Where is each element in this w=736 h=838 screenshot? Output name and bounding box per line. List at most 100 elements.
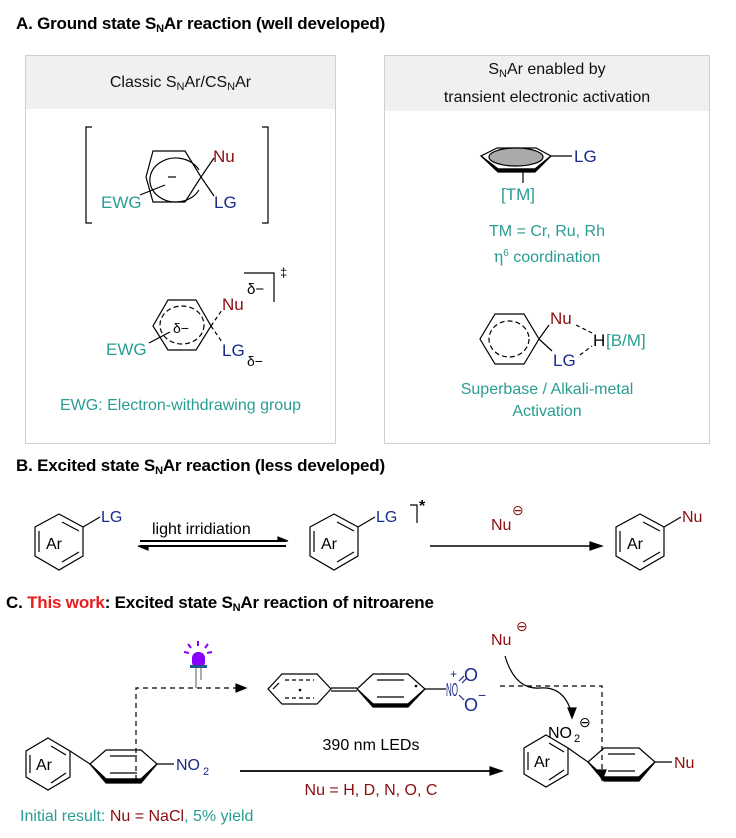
ts-delta-ring: δ− <box>173 320 189 336</box>
b-product-ar: Ar <box>627 536 644 553</box>
title-part: Ar/CS <box>184 74 228 91</box>
ts-ewg-bond <box>148 331 171 344</box>
b-excited-bracket <box>410 504 418 523</box>
heading-text: : Excited state S <box>104 593 233 612</box>
delocalized-arc <box>149 157 200 203</box>
c-nucleophile-path <box>500 685 603 778</box>
heading-sub: N <box>155 465 163 477</box>
b-nu-charge-icon: ⊖ <box>512 502 524 518</box>
eta-caption: η6 coordination <box>385 247 709 267</box>
tm-pi-cloud <box>488 147 544 167</box>
sb-nu-bond <box>538 324 550 340</box>
ewg-bond <box>139 184 166 196</box>
sb-lg: LG <box>553 351 576 370</box>
b-substrate-double <box>61 551 80 563</box>
c-excitation-path <box>135 687 240 780</box>
heading-sub: N <box>232 602 241 614</box>
b-product-nu-bond <box>663 516 682 528</box>
left-bracket <box>85 126 92 224</box>
c-no2-leaving: NO <box>548 725 572 742</box>
b-substrate-double <box>61 521 80 532</box>
b-excited-lg: LG <box>376 509 397 526</box>
result-label: Initial result: <box>20 808 110 825</box>
section-b-heading: B. Excited state SNAr reaction (less dev… <box>16 456 385 477</box>
meisenheimer-complex <box>85 126 269 224</box>
sb-lg-bond <box>538 338 553 352</box>
sb-benzene-ring <box>479 313 540 365</box>
c-radical-dot <box>414 684 418 688</box>
section-c-heading: C. This work: Excited state SNAr reactio… <box>6 593 434 614</box>
scheme-b <box>34 504 682 571</box>
b-substrate-ar: Ar <box>46 536 63 553</box>
transition-state <box>148 272 275 351</box>
eta-symbol: η <box>493 247 504 266</box>
c-radical-dash <box>272 682 280 690</box>
b-excited-double <box>336 521 355 532</box>
c-product-biaryl-bond <box>567 747 589 763</box>
c-product-ar: Ar <box>534 754 551 771</box>
nu-bond <box>200 157 215 178</box>
heading-rest: Ar reaction of nitroarene <box>240 593 434 612</box>
led-base <box>190 665 207 668</box>
superbase-caption-line-1: Superbase / Alkali-metal <box>460 381 634 398</box>
heading-sub: N <box>156 23 164 35</box>
c-product-nu: Nu <box>674 755 694 772</box>
ts-delocalized-ring <box>159 305 205 345</box>
heading-text: A. Ground state S <box>16 14 157 33</box>
title-part: Classic S <box>109 74 177 91</box>
tm-lg: LG <box>574 147 597 166</box>
c-radical-dot <box>298 688 302 692</box>
right-bracket <box>262 126 269 224</box>
ts-lg-bond <box>210 325 223 343</box>
ts-ewg: EWG <box>106 340 147 359</box>
title-line-2: transient electronic activation <box>443 89 651 106</box>
c-no2-charge-icon: ⊖ <box>579 714 591 730</box>
c-ring-bold-edge <box>356 688 426 708</box>
b-product-nu: Nu <box>682 509 702 526</box>
ewg-footnote: EWG: Electron-withdrawing group <box>60 397 301 414</box>
b-product-double <box>642 551 661 563</box>
title-sub: N <box>227 81 236 93</box>
led-bulb <box>192 652 205 668</box>
meisenheimer-nu: Nu <box>213 147 235 166</box>
superbase-caption-line-2: Activation <box>512 403 582 420</box>
sb-h: H <box>593 331 605 350</box>
heading-prefix: C. <box>6 593 28 612</box>
result-nucleophile: Nu = NaCl <box>109 808 185 825</box>
b-excited-double <box>336 551 355 563</box>
ts-bracket <box>244 272 275 302</box>
sb-lg-h-interaction <box>579 345 593 356</box>
c-n-plus: + <box>450 667 457 681</box>
led-icon <box>183 641 213 688</box>
b-substrate-lg-bond <box>82 516 101 528</box>
eta-sup: 6 <box>503 248 509 259</box>
c-nu-charge-icon: ⊖ <box>516 618 528 634</box>
c-o-bottom: O <box>464 695 478 715</box>
lg-bond <box>200 176 215 197</box>
section-a-heading: A. Ground state SNAr reaction (well deve… <box>16 14 385 35</box>
panel-classic-snar: Classic SNAr/CSNAr <box>25 55 336 444</box>
c-biaryl-bond <box>69 750 91 765</box>
tm-label: [TM] <box>501 185 535 204</box>
sb-nu-h-interaction <box>575 324 593 334</box>
heading-rest: Ar reaction (less developed) <box>162 456 385 475</box>
c-product-double <box>548 769 565 781</box>
this-work-highlight: This work <box>27 593 105 612</box>
panel-transient-header: SNAr enabled by transient electronic act… <box>385 56 709 111</box>
c-radical-ring-left <box>267 673 332 705</box>
b-excited-lg-bond <box>357 516 376 528</box>
c-no-double <box>461 677 468 684</box>
b-arrow-label: light irridiation <box>152 521 251 538</box>
ts-nu-bond <box>210 309 223 327</box>
title-part: Ar <box>235 74 252 91</box>
c-substrate-no2: NO <box>176 757 200 774</box>
c-arrow-label-top: 390 nm LEDs <box>322 737 420 754</box>
c-no2-leaving-sub: 2 <box>574 733 580 745</box>
b-reaction-arrowhead <box>589 541 604 551</box>
c-substrate-no2-sub: 2 <box>203 766 209 778</box>
title-part: Ar enabled by <box>506 61 606 78</box>
title-sub: N <box>176 81 185 93</box>
b-excited-star: * <box>419 498 426 515</box>
sb-nu: Nu <box>550 309 572 328</box>
